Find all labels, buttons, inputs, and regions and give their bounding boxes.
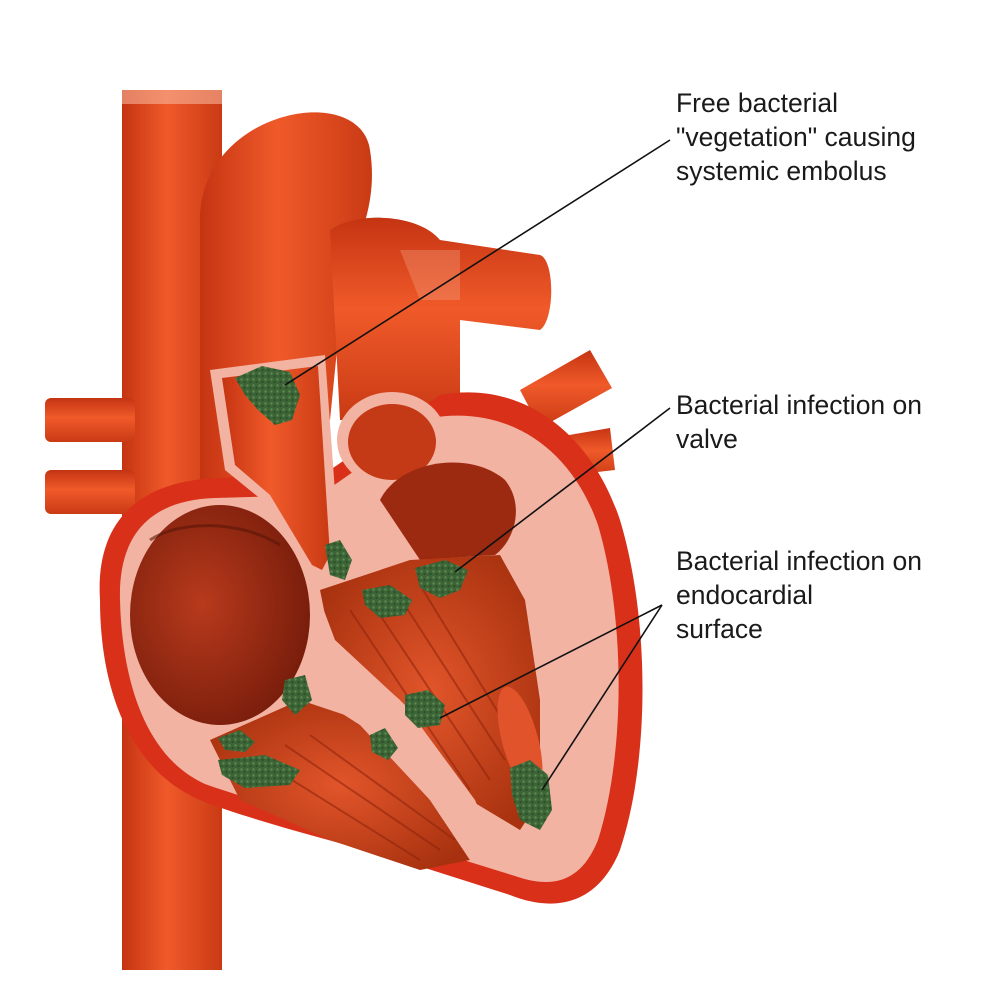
- label-free-vegetation: Free bacterial "vegetation" causing syst…: [676, 86, 916, 188]
- label-line: surface: [676, 614, 763, 644]
- label-line: Free bacterial: [676, 88, 839, 118]
- vegetation-mitral-valve: [362, 560, 468, 618]
- ascending-aorta-section: [210, 355, 340, 585]
- label-valve-infection: Bacterial infection on valve: [676, 388, 922, 456]
- label-endocardial-infection: Bacterial infection on endocardial surfa…: [676, 544, 922, 646]
- vegetation-aortic-valve: [325, 540, 352, 580]
- right-atrium: [130, 505, 310, 725]
- label-line: "vegetation" causing: [676, 122, 916, 152]
- label-line: endocardial: [676, 580, 814, 610]
- leader-line-valve: [454, 407, 671, 573]
- interventricular-septum: [305, 600, 500, 860]
- vegetation-tricuspid: [218, 675, 312, 788]
- left-atrium: [380, 462, 516, 560]
- label-line: Bacterial infection on: [676, 546, 923, 576]
- pulmonary-artery: [330, 217, 552, 420]
- pulmonary-veins-left: [45, 398, 135, 514]
- label-line: Bacterial infection on: [676, 390, 923, 420]
- label-line: valve: [676, 424, 738, 454]
- vegetation-endocardial: [370, 690, 552, 830]
- pulmonary-trunk-section: [337, 392, 447, 488]
- leader-lines: [284, 139, 671, 791]
- leader-line-embolus: [284, 139, 671, 386]
- vegetation-embolus: [235, 366, 300, 425]
- leader-line-endocardial-2: [541, 604, 663, 791]
- leader-line-endocardial-1: [439, 604, 663, 719]
- label-line: systemic embolus: [676, 156, 887, 186]
